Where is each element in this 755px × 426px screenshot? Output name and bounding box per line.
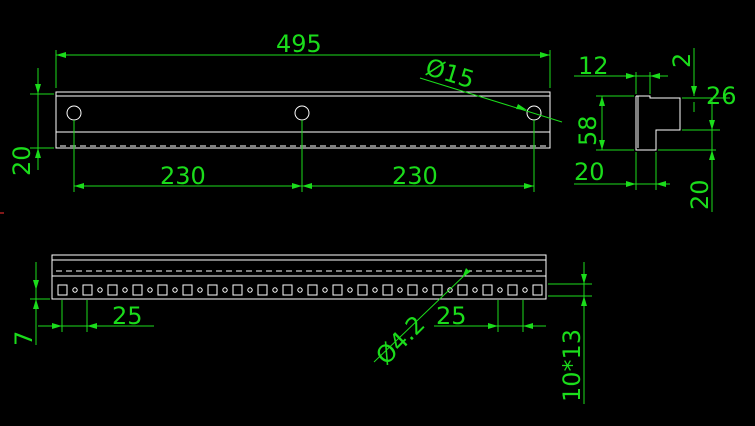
- small-round-hole: [122, 287, 128, 293]
- bottom-view: 7 25 Ø4.2 25 10*13: [10, 254, 592, 404]
- square-slot: [332, 284, 343, 296]
- square-slot: [282, 284, 293, 296]
- mounting-hole-middle: [294, 105, 310, 121]
- square-slot: [82, 284, 93, 296]
- section-profile: [635, 95, 681, 151]
- dim-small-hole-diameter: Ø4.2: [370, 310, 430, 370]
- square-slot: [232, 284, 243, 296]
- square-slot: [457, 284, 468, 296]
- small-round-hole: [422, 287, 428, 293]
- dim-top-width: 12: [578, 52, 609, 80]
- square-slot: [157, 284, 168, 296]
- dim-step-height: 26: [706, 82, 737, 110]
- small-round-hole: [197, 287, 203, 293]
- small-round-hole: [372, 287, 378, 293]
- leader-small-hole: [373, 269, 471, 363]
- dim-top-offset: 2: [668, 53, 696, 68]
- top-view: 495 Ø15 20 230 230: [8, 30, 563, 192]
- dim-inner-height: 58: [574, 115, 602, 146]
- small-round-hole: [247, 287, 253, 293]
- square-slot: [432, 284, 443, 296]
- square-slot: [107, 284, 118, 296]
- square-slot: [207, 284, 218, 296]
- square-slot: [182, 284, 193, 296]
- dim-top-height: 20: [8, 145, 36, 176]
- small-round-hole: [272, 287, 278, 293]
- small-round-hole: [397, 287, 403, 293]
- small-round-hole: [522, 287, 528, 293]
- mounting-hole-left: [66, 105, 82, 121]
- top-view-body: [55, 91, 551, 149]
- dim-pitch-right: 25: [436, 302, 467, 330]
- dim-pitch-left: 25: [112, 302, 143, 330]
- square-slot: [532, 284, 543, 296]
- dim-bottom-width: 20: [574, 158, 605, 186]
- side-section-view: 12 2 26 58 20 20: [574, 48, 737, 212]
- small-round-hole: [322, 287, 328, 293]
- small-round-hole: [472, 287, 478, 293]
- slot-and-hole-row: [57, 284, 543, 296]
- square-slot: [482, 284, 493, 296]
- square-slot: [407, 284, 418, 296]
- small-round-hole: [97, 287, 103, 293]
- bottom-view-body: [51, 254, 547, 300]
- small-round-hole: [297, 287, 303, 293]
- small-round-hole: [172, 287, 178, 293]
- leader-hole-diameter: [419, 77, 563, 123]
- dim-slot-size: 10*13: [558, 329, 586, 402]
- square-slot: [307, 284, 318, 296]
- dim-hole-spacing-right: 230: [392, 162, 438, 190]
- small-round-hole: [222, 287, 228, 293]
- small-round-hole: [72, 287, 78, 293]
- square-slot: [507, 284, 518, 296]
- dim-hole-diameter: Ø15: [422, 53, 477, 94]
- small-round-hole: [347, 287, 353, 293]
- square-slot: [357, 284, 368, 296]
- square-slot: [57, 284, 68, 296]
- square-slot: [382, 284, 393, 296]
- small-round-hole: [147, 287, 153, 293]
- dim-overall-length: 495: [276, 30, 322, 58]
- square-slot: [132, 284, 143, 296]
- dim-bottom-height: 20: [686, 179, 714, 210]
- square-slot: [257, 284, 268, 296]
- dim-edge-offset: 7: [10, 331, 38, 346]
- small-round-hole: [497, 287, 503, 293]
- dim-hole-spacing-left: 230: [160, 162, 206, 190]
- small-round-hole: [447, 287, 453, 293]
